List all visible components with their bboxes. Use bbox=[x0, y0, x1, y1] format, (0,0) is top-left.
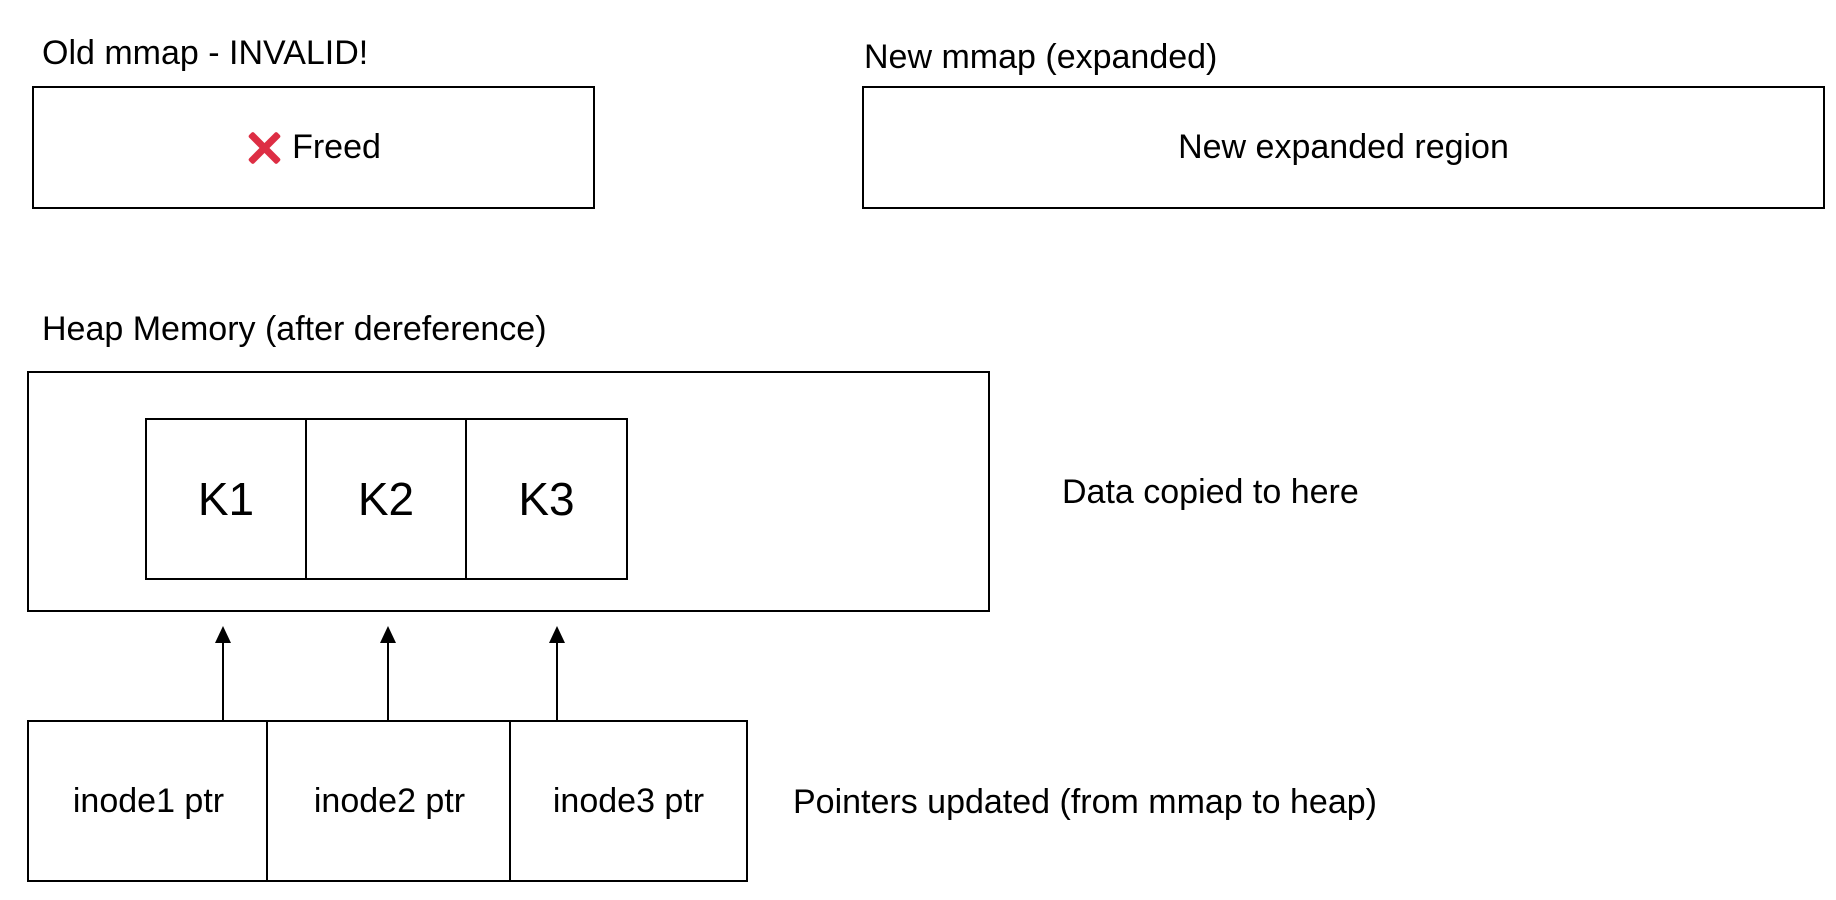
pointer-cell: inode1 ptr bbox=[27, 720, 270, 882]
pointers-note: Pointers updated (from mmap to heap) bbox=[793, 783, 1377, 821]
heap-key-cell: K1 bbox=[145, 418, 307, 580]
old-mmap-status: Freed bbox=[292, 128, 381, 166]
heap-key-cell: K3 bbox=[465, 418, 628, 580]
arrow-inode2-to-k2 bbox=[380, 626, 396, 721]
heap-title: Heap Memory (after dereference) bbox=[42, 310, 547, 348]
new-mmap-title: New mmap (expanded) bbox=[864, 38, 1218, 76]
pointer-cell: inode3 ptr bbox=[509, 720, 748, 882]
arrow-inode3-to-k3 bbox=[549, 626, 565, 721]
pointer-cell: inode2 ptr bbox=[266, 720, 513, 882]
arrow-inode1-to-k1 bbox=[215, 626, 231, 721]
new-mmap-region-label: New expanded region bbox=[1178, 128, 1509, 166]
heap-note: Data copied to here bbox=[1062, 473, 1359, 511]
new-mmap-box: New expanded region bbox=[862, 86, 1825, 209]
cross-mark-icon bbox=[246, 130, 282, 166]
old-mmap-title: Old mmap - INVALID! bbox=[42, 34, 369, 72]
heap-key-cell: K2 bbox=[305, 418, 467, 580]
old-mmap-box: Freed bbox=[32, 86, 595, 209]
